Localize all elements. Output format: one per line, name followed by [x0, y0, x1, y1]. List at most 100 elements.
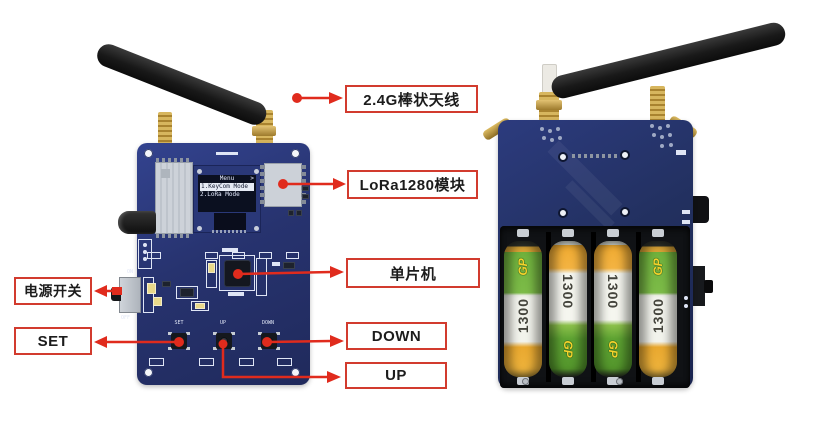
- battery-contact: [517, 229, 529, 237]
- silkscreen-text-mark: [676, 150, 686, 155]
- antenna-pointer-dot: [292, 93, 302, 103]
- up-button-cap: [220, 337, 228, 345]
- battery-brand-label: GP: [651, 258, 665, 276]
- oled-driver-chip: [214, 213, 246, 230]
- callout-mcu: 单片机: [346, 258, 480, 288]
- right-power-switch: [692, 266, 705, 306]
- smd-component: [288, 210, 294, 216]
- oled-menu-title-row: Menu >: [198, 175, 256, 183]
- down-button: [258, 330, 280, 352]
- battery-brand-label: GP: [516, 258, 530, 276]
- silkscreen-text-mark: [684, 304, 688, 308]
- mounting-hole: [144, 149, 153, 158]
- smd-component: [283, 262, 295, 269]
- callout-down: DOWN: [346, 322, 447, 350]
- set-button-cap: [175, 337, 183, 345]
- smd-component: [149, 358, 164, 366]
- silkscreen-down-label: DOWN: [261, 320, 275, 326]
- smd-component: [296, 210, 302, 216]
- slot-separator: [591, 232, 596, 382]
- oled-screw: [197, 169, 202, 174]
- pin-pad: [143, 250, 147, 254]
- callout-antenna: 2.4G棒状天线: [345, 85, 478, 113]
- mcu-chip: [225, 261, 250, 286]
- up-button: [213, 330, 235, 352]
- oled-menu-title: Menu: [219, 175, 235, 182]
- via-hole: [620, 207, 630, 217]
- switch-silk: [143, 277, 154, 313]
- solder-pads: [572, 154, 618, 158]
- silkscreen-text-mark: [682, 210, 690, 214]
- smd-component: [205, 252, 218, 259]
- arrowhead-right-icon: [330, 335, 344, 347]
- via-hole: [558, 208, 568, 218]
- battery-capacity-label: 1300: [560, 273, 576, 309]
- smd-component: [239, 358, 254, 366]
- smd-component: [208, 263, 215, 273]
- power-slide-switch: [119, 277, 141, 313]
- silkscreen-set-label: SET: [174, 320, 184, 326]
- arrowhead-right-icon: [333, 178, 346, 190]
- solder-pads: [156, 158, 192, 162]
- callout-lora: LoRa1280模块: [347, 170, 478, 199]
- holder-screw: [616, 378, 623, 385]
- smd-component: [199, 358, 214, 366]
- oled-display-module: Menu > 1.KeyCom Mode 2.LoRa Mode: [193, 165, 261, 233]
- battery-capacity-label: 1300: [515, 298, 531, 334]
- via-hole: [620, 150, 630, 160]
- pin-pad: [143, 257, 147, 261]
- battery-contact: [607, 229, 619, 237]
- pin-header-silk: [256, 258, 267, 296]
- castellated-pads: [301, 165, 306, 205]
- oled-screw: [254, 226, 259, 231]
- right-power-switch-knob: [704, 280, 713, 293]
- smd-component: [195, 303, 205, 309]
- smd-component: [286, 252, 299, 259]
- silkscreen-up-label: UP: [219, 320, 227, 326]
- smd-component: [277, 358, 292, 366]
- down-button-cap: [265, 337, 273, 345]
- slot-separator: [546, 232, 551, 382]
- smd-component: [302, 186, 309, 191]
- battery-holder: GP 1300 1300 GP 1300 GP GP 1300: [500, 226, 690, 388]
- mounting-hole: [291, 149, 300, 158]
- left-sma-connector-bare: [158, 112, 172, 148]
- aa-battery: GP 1300: [639, 241, 677, 377]
- oled-menu-item: 2.LoRa Mode: [200, 191, 240, 198]
- aa-battery: 1300 GP: [549, 241, 587, 377]
- chevron-right-icon: >: [250, 175, 254, 182]
- oled-screw: [254, 169, 259, 174]
- arrowhead-right-icon: [330, 266, 344, 278]
- arrowhead-right-icon: [327, 371, 341, 383]
- ic-silk: [176, 286, 198, 299]
- silkscreen-off-label: OFF: [121, 315, 131, 321]
- callout-power: 电源开关: [14, 277, 92, 305]
- pin-pad: [143, 243, 147, 247]
- arrowhead-right-icon: [329, 92, 343, 104]
- shielded-rf-module: [155, 162, 193, 234]
- left-antenna-rod: [93, 40, 270, 129]
- via-hole: [558, 152, 568, 162]
- battery-capacity-label: 1300: [605, 273, 621, 309]
- smd-component: [147, 283, 156, 294]
- smd-component: [302, 194, 309, 199]
- right-sma-nut: [536, 100, 562, 110]
- silkscreen-text-mark: [682, 220, 690, 224]
- smd-component: [153, 297, 162, 306]
- battery-brand-label: GP: [561, 339, 575, 358]
- callout-up: UP: [345, 362, 447, 389]
- silkscreen-on-label: ON: [127, 269, 134, 275]
- smd-component: [162, 281, 171, 287]
- smd-component: [147, 252, 161, 259]
- slot-separator: [636, 232, 641, 382]
- barrel-component: [118, 211, 156, 234]
- arrowhead-left-icon: [94, 336, 107, 348]
- right-antenna-rod: [549, 20, 788, 101]
- ic-chip: [180, 288, 194, 297]
- mounting-hole: [144, 368, 153, 377]
- oled-screw: [197, 226, 202, 231]
- holder-screw: [522, 378, 529, 385]
- lora1280-module: [264, 163, 302, 207]
- silkscreen-text-mark: [272, 262, 280, 266]
